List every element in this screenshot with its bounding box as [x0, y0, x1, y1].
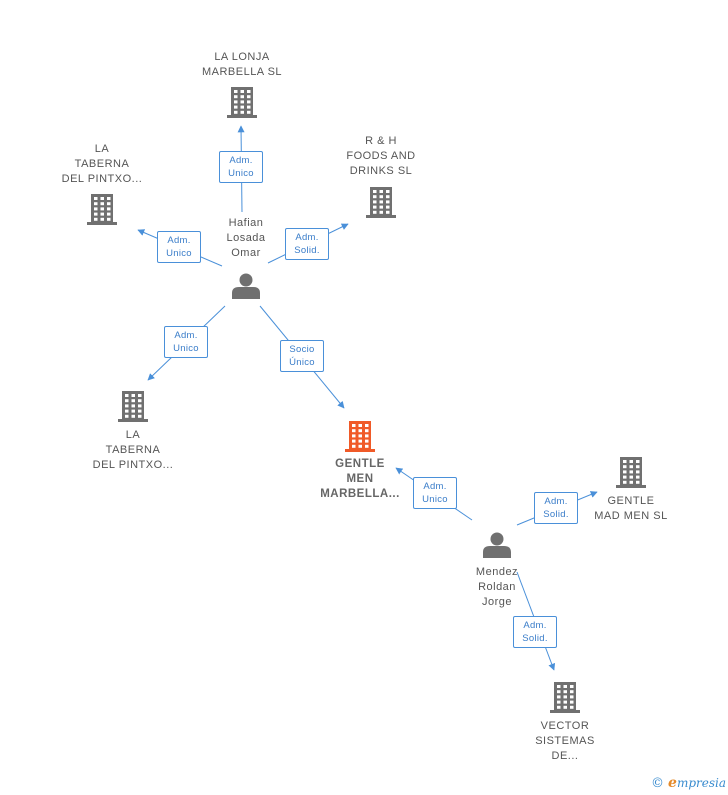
node-label-hafian[interactable]: Hafian Losada Omar — [226, 217, 266, 259]
node-label-taberna1[interactable]: LA TABERNA DEL PINTXO... — [61, 143, 143, 185]
person-icon-mendez[interactable] — [483, 532, 511, 559]
brand-initial: e — [668, 775, 677, 791]
node-label-taberna2[interactable]: LA TABERNA DEL PINTXO... — [92, 429, 174, 471]
edge-label-hafian-lalonja[interactable]: Adm. Unico — [219, 151, 263, 183]
brand-name: mpresia — [676, 776, 726, 790]
edge-label-hafian-taberna1[interactable]: Adm. Unico — [157, 231, 201, 263]
node-label-madmen[interactable]: GENTLE MAD MEN SL — [594, 495, 668, 522]
building-icon-vector[interactable] — [550, 682, 580, 713]
node-label-gentle[interactable]: GENTLE MEN MARBELLA... — [320, 458, 400, 500]
building-icon-lalonja[interactable] — [227, 87, 257, 118]
edge-label-mendez-gentle[interactable]: Adm. Unico — [413, 477, 457, 509]
edge-label-hafian-taberna2[interactable]: Adm. Unico — [164, 326, 208, 358]
building-icon-madmen[interactable] — [616, 457, 646, 488]
node-label-rh[interactable]: R & H FOODS AND DRINKS SL — [346, 135, 416, 177]
person-icon-hafian[interactable] — [232, 273, 260, 300]
edge-label-mendez-madmen[interactable]: Adm. Solid. — [534, 492, 578, 524]
building-icon-gentle[interactable] — [345, 421, 375, 452]
edge-label-hafian-gentle[interactable]: Socio Único — [280, 340, 324, 372]
node-label-lalonja[interactable]: LA LONJA MARBELLA SL — [201, 51, 283, 78]
building-icon-taberna1[interactable] — [87, 194, 117, 225]
edge-label-mendez-vector[interactable]: Adm. Solid. — [513, 616, 557, 648]
building-icon-taberna2[interactable] — [118, 391, 148, 422]
building-icon-rh[interactable] — [366, 187, 396, 218]
brand-logo[interactable]: ©empresia — [651, 775, 726, 791]
node-label-mendez[interactable]: Mendez Roldan Jorge — [475, 566, 519, 608]
node-label-vector[interactable]: VECTOR SISTEMAS DE... — [535, 720, 595, 762]
edge-label-hafian-rh[interactable]: Adm. Solid. — [285, 228, 329, 260]
copyright-icon: © — [651, 776, 665, 791]
